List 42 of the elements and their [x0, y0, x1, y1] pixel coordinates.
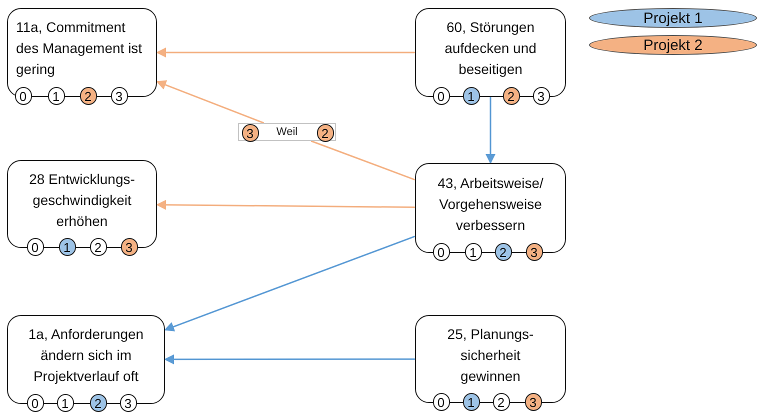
rating-number: 3: [537, 90, 545, 102]
rating-number: 0: [31, 396, 39, 410]
arrow: [164, 236, 416, 332]
rating-number: 2: [499, 246, 507, 258]
rating-number: 0: [437, 90, 445, 102]
node-text: 43, Arbeitsweise/ Vorgehensweise verbessern: [436, 174, 544, 234]
rating-number: 2: [497, 396, 505, 408]
rating-number: 0: [19, 90, 27, 102]
rating-number: 1: [61, 396, 69, 410]
legend-text: Projekt 2: [643, 38, 703, 52]
rating-number: 2: [507, 90, 515, 102]
arrow: [156, 48, 415, 58]
rating-number: 3: [124, 396, 132, 410]
rating-number: 1: [467, 90, 475, 102]
rating-number: 3: [529, 396, 537, 408]
arrow: [486, 97, 496, 164]
rating-number: 2: [321, 126, 329, 140]
rating-number: 2: [84, 90, 92, 102]
node-text: 28 Entwicklungs-geschwindigkeit erhöhen: [28, 170, 136, 230]
node-text: 60, Störungen aufdecken und beseitigen: [444, 18, 538, 79]
node-text: 25, Planungs-sicherheit gewinnen: [446, 324, 535, 386]
rating-number: 1: [467, 396, 475, 408]
node-text: 11a, Commitment des Management ist gering: [16, 18, 144, 79]
node-text: 1a, Anforderungen ändern sich im Projektverlauf oft: [27, 325, 145, 386]
rating-number: 3: [115, 90, 123, 102]
rating-number: 0: [437, 396, 445, 408]
legend-text: Projekt 1: [643, 10, 703, 26]
arrow: [156, 80, 264, 124]
arrow: [156, 200, 415, 210]
rating-number: 3: [125, 240, 133, 254]
rating-number: 3: [246, 126, 254, 140]
rating-number: 3: [530, 246, 538, 258]
node-text: Weil: [276, 126, 298, 138]
rating-number: 1: [52, 90, 60, 102]
rating-number: 2: [94, 240, 102, 254]
arrow: [164, 354, 415, 364]
rating-number: 1: [469, 246, 477, 258]
rating-number: 1: [63, 240, 71, 254]
rating-number: 0: [31, 240, 39, 254]
rating-number: 2: [94, 396, 102, 410]
rating-number: 0: [437, 246, 445, 258]
label-box: [238, 123, 336, 141]
